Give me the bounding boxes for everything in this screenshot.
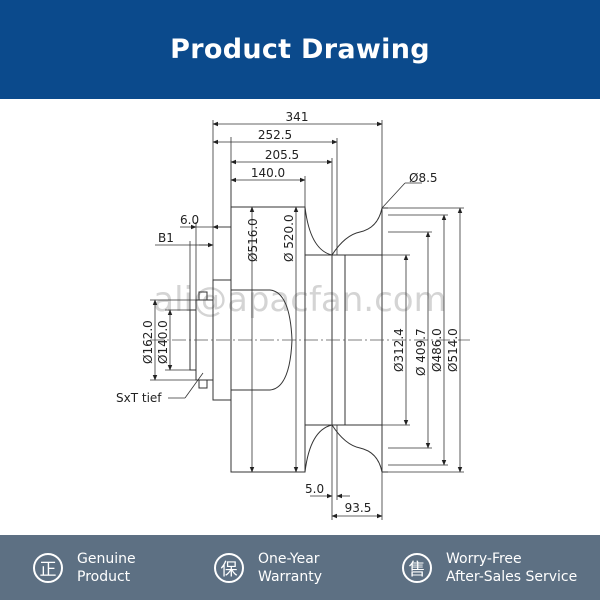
feature-line1: One-Year [258, 550, 320, 567]
dim-b1: B1 [158, 231, 174, 245]
dim-sxt-tief: SxT tief [116, 391, 162, 405]
feature-line2: After-Sales Service [446, 568, 578, 585]
dim-341: 341 [286, 110, 309, 124]
dimension-lines [150, 120, 464, 520]
dim-486: Ø486.0 [430, 328, 444, 372]
dim-140-dia: Ø140.0 [156, 320, 170, 364]
dim-252-5: 252.5 [258, 128, 292, 142]
warranty-icon: 保 [214, 552, 244, 583]
feature-line1: Genuine [77, 550, 136, 567]
dim-312-4: Ø312.4 [392, 328, 406, 372]
page-title: Product Drawing [170, 34, 430, 65]
dim-93-5: 93.5 [345, 501, 372, 515]
dim-409-7: Ø 409.7 [414, 328, 428, 376]
dim-205-5: 205.5 [265, 148, 299, 162]
dimension-labels: 341 252.5 205.5 140.0 Ø8.5 6.0 B1 Ø516.0… [116, 110, 460, 515]
dim-162: Ø162.0 [141, 320, 155, 364]
genuine-icon: 正 [33, 552, 63, 583]
footer-bar: 正 Genuine Product 保 One-Year Warranty 售 … [0, 535, 600, 600]
feature-line1: Worry-Free [446, 550, 522, 567]
after-sales-icon: 售 [402, 552, 432, 583]
feature-warranty: 保 One-Year Warranty [214, 535, 322, 600]
dim-140: 140.0 [251, 166, 285, 180]
dim-8-5: Ø8.5 [409, 171, 438, 185]
dim-520: Ø 520.0 [282, 214, 296, 262]
dim-6: 6.0 [180, 213, 199, 227]
feature-after-sales: 售 Worry-Free After-Sales Service [402, 535, 577, 600]
feature-genuine-product: 正 Genuine Product [33, 535, 136, 600]
drawing-svg: ali@apacfan.com [116, 110, 470, 520]
feature-line2: Warranty [258, 568, 323, 585]
technical-drawing: ali@apacfan.com [0, 99, 600, 535]
header-banner: Product Drawing [0, 0, 600, 99]
dim-5: 5.0 [305, 482, 324, 496]
dim-514: Ø514.0 [446, 328, 460, 372]
feature-line2: Product [77, 568, 131, 585]
dim-516: Ø516.0 [246, 218, 260, 262]
